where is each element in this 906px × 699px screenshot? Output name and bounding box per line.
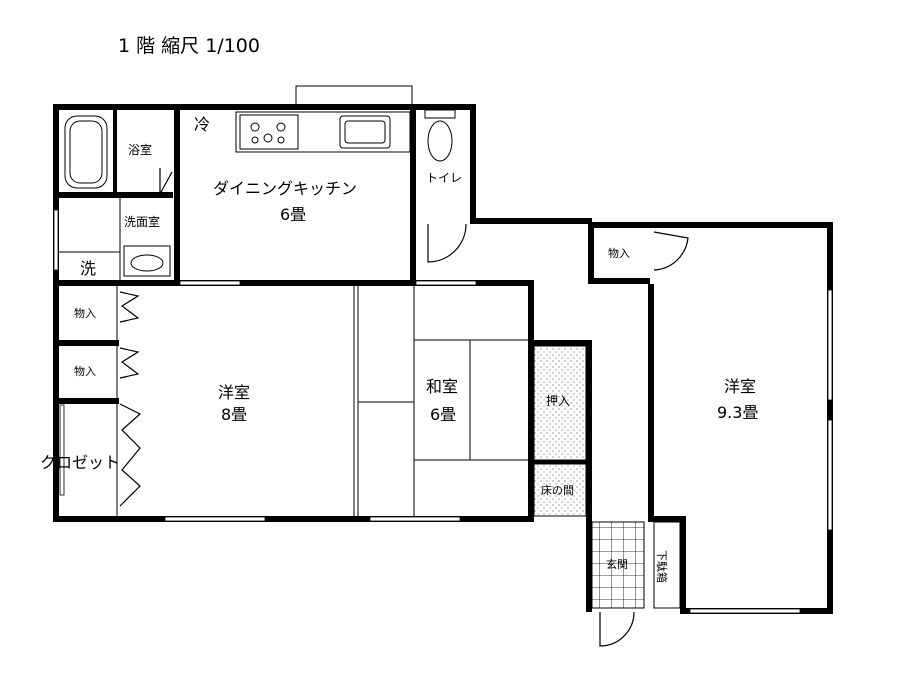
- label-japanese: 和室: [426, 377, 458, 396]
- shoe-box: [653, 521, 681, 609]
- washroom-sink-icon: [123, 245, 171, 277]
- windows: [53, 209, 833, 614]
- label-bath: 浴室: [128, 142, 152, 157]
- plan-title: 1 階 縮尺 1/100: [118, 35, 260, 57]
- kitchen-counter: [235, 111, 411, 153]
- label-washroom: 洗面室: [124, 214, 160, 229]
- label-dining-kitchen-size: 6畳: [280, 205, 306, 224]
- label-western-93: 洋室: [724, 377, 756, 396]
- tokonoma-area: [533, 463, 587, 517]
- label-dining-kitchen: ダイニングキッチン: [213, 179, 357, 198]
- entrance-floor: [591, 521, 645, 609]
- label-western-8-size: 8畳: [221, 405, 247, 424]
- oshiire-area: [533, 345, 587, 461]
- partitions: [59, 198, 528, 516]
- label-closet: クロゼット: [40, 453, 120, 472]
- toilet-icon: [424, 109, 456, 162]
- label-storage-left-2: 物入: [74, 364, 96, 378]
- label-storage-left-1: 物入: [74, 306, 96, 320]
- label-entrance: 玄関: [606, 557, 628, 571]
- label-western-8: 洋室: [218, 383, 250, 402]
- label-oshiire: 押入: [546, 394, 570, 408]
- label-toilet: トイレ: [426, 171, 462, 185]
- label-shoe-box: 下駄箱: [655, 550, 669, 583]
- label-washer: 洗: [80, 259, 96, 278]
- label-tokonoma: 床の間: [541, 483, 574, 497]
- label-storage-top: 物入: [608, 246, 630, 260]
- label-japanese-size: 6畳: [430, 405, 456, 424]
- label-fridge: 冷: [194, 115, 210, 134]
- label-western-93-size: 9.3畳: [717, 403, 758, 422]
- bathtub-icon: [64, 115, 108, 189]
- kitchen-window: [295, 85, 413, 107]
- doors: [119, 168, 689, 647]
